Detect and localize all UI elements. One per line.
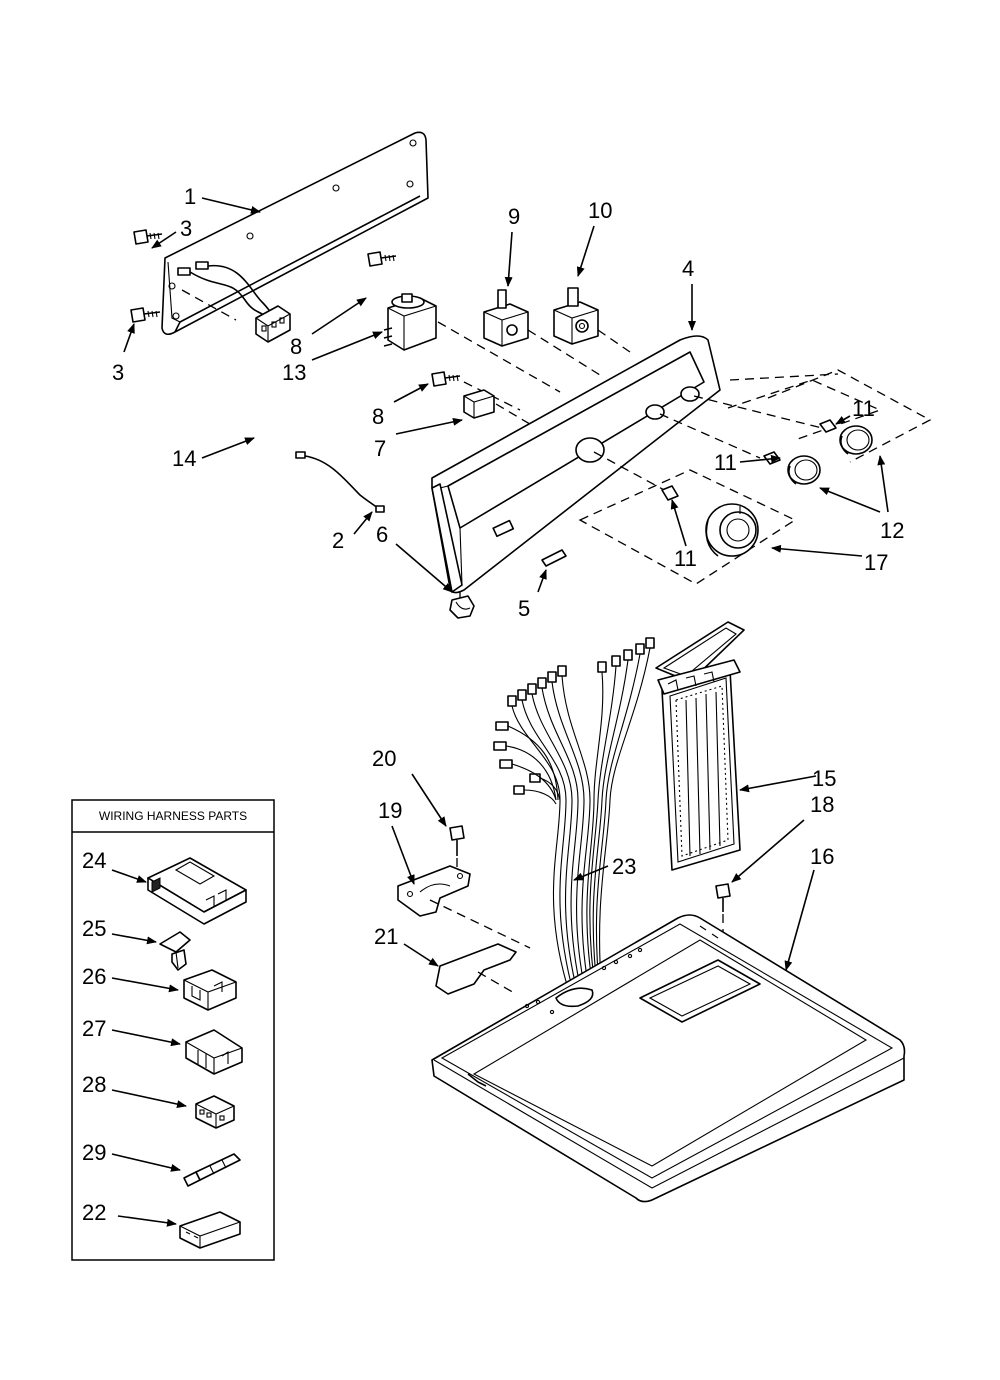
callout-11-upper: 11 [852,396,875,421]
callout-11-lower: 11 [674,546,697,571]
timer-screw [367,251,397,267]
screw-upper [133,229,163,245]
legend-num-26: 26 [82,964,106,989]
control-console [431,335,823,600]
connector-block-icon [183,969,237,1011]
callout-3-upper: 3 [180,216,192,241]
callout-2: 2 [332,528,344,553]
wire-bracket-plate [397,865,531,949]
legend-num-25: 25 [82,916,106,941]
callout-5: 5 [518,596,530,621]
switch-screw [431,371,461,387]
callout-15: 15 [812,766,836,791]
terminal-block-icon [195,1095,235,1129]
legend-num-22: 22 [82,1200,106,1225]
connector-shell-icon [179,1211,241,1249]
callout-14: 14 [172,446,196,471]
timer-switch [383,293,437,351]
connector-housing-icon [147,857,247,925]
selector-switch-a [483,289,601,376]
knob-group-outlines [578,369,932,585]
push-switch [463,389,541,431]
callout-18: 18 [810,792,834,817]
dryer-top-cover [431,914,906,1203]
callout-17: 17 [864,550,888,575]
callout-8-upper: 8 [290,334,302,359]
main-wiring-harness [493,637,655,996]
wire-clip-icon [159,931,191,971]
lint-filter [655,621,745,871]
callout-numbers: 1 3 3 4 5 6 7 8 8 9 10 11 11 11 12 13 14… [112,184,904,949]
callout-13: 13 [282,360,306,385]
callout-16: 16 [810,844,834,869]
callout-1: 1 [184,184,196,209]
wire-harness-connector [177,261,291,343]
callout-11-middle: 11 [714,450,737,475]
mounting-plate [435,943,517,995]
knob-middle [787,455,821,485]
selector-switch-b [553,287,631,353]
crimp-terminal-icon [183,1153,241,1187]
legend-title: WIRING HARNESS PARTS [99,809,247,823]
callout-3-lower: 3 [112,360,124,385]
callout-10: 10 [588,198,612,223]
console-label [541,549,567,567]
callout-21: 21 [374,924,398,949]
wire-clip [449,595,475,619]
legend-num-27: 27 [82,1016,106,1041]
callout-19: 19 [378,798,402,823]
callout-8-lower: 8 [372,404,384,429]
rear-bracket-plate [161,131,429,336]
timer-dial-knob [705,503,759,557]
callout-12: 12 [880,518,904,543]
callout-23: 23 [612,854,636,879]
knob-upper [839,425,873,455]
callout-20: 20 [372,746,396,771]
screw-lower [130,307,161,323]
legend-num-29: 29 [82,1140,106,1165]
callout-4: 4 [682,256,694,281]
callout-9: 9 [508,204,520,229]
wiring-harness-legend: WIRING HARNESS PARTS 24 25 26 27 [71,799,275,1261]
connector-latch-icon [185,1029,243,1075]
knob-coupler-lower [661,485,679,501]
plate-screw [449,825,465,874]
legend-num-28: 28 [82,1072,106,1097]
ground-wire [295,451,385,513]
callout-6: 6 [376,522,388,547]
callout-7: 7 [374,436,386,461]
knob-coupler-upper [819,419,837,433]
callout-leaders [123,197,889,971]
legend-num-24: 24 [82,848,106,873]
